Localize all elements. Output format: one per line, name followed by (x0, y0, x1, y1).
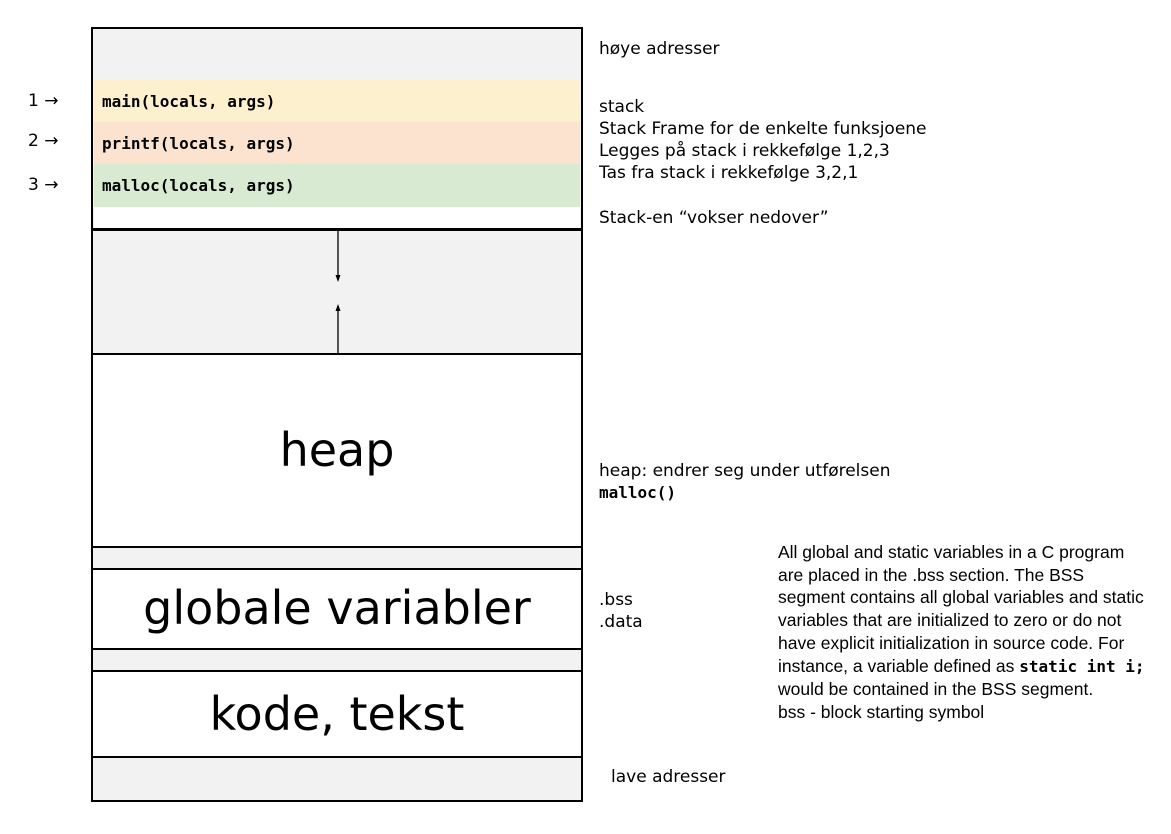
bss-explanation-part1: All global and static variables in a C p… (778, 542, 1144, 676)
bss-explanation-code: static int i; (1019, 656, 1145, 676)
stack-note-line3: Tas fra stack i rekkefølge 3,2,1 (599, 163, 859, 183)
frame-printf-label: printf(locals, args) (102, 133, 295, 153)
stack-frame-malloc: malloc(locals, args) (94, 164, 580, 207)
frame-malloc-label: malloc(locals, args) (102, 176, 295, 195)
frame-main-label: main(locals, args) (102, 91, 276, 111)
heap-note-function: malloc() (599, 483, 677, 502)
heap-note-text: heap: endrer seg under utførelsen (599, 461, 891, 481)
globals-segment (91, 568, 583, 650)
stack-note-line1: Stack Frame for de enkelte funksjoene (599, 119, 927, 139)
call-order-3: 3 → (28, 175, 59, 195)
stack-title: stack (599, 97, 645, 117)
high-addresses-note: høye adresser (599, 39, 720, 59)
heap-segment (91, 353, 583, 548)
heap-label: heap (279, 423, 395, 477)
heap-note: heap: endrer seg under utførelsen malloc… (599, 460, 890, 504)
stack-note-line2: Legges på stack i rekkefølge 1,2,3 (599, 141, 890, 161)
call-order-1: 1 → (28, 91, 59, 111)
code-segment (91, 670, 583, 758)
bss-explanation-part2: would be contained in the BSS segment. (778, 679, 1094, 700)
stack-grows-note: Stack-en “vokser nedover” (599, 208, 829, 228)
data-label: .data (599, 612, 643, 632)
call-order-2: 2 → (28, 131, 59, 151)
bss-explanation-last: bss - block starting symbol (778, 701, 985, 722)
stack-bottom-divider (91, 228, 583, 231)
code-label: kode, tekst (209, 687, 465, 741)
bss-label: .bss (599, 590, 633, 610)
segment-names: .bss .data (599, 589, 643, 633)
bss-explanation: All global and static variables in a C p… (778, 541, 1148, 724)
globals-label: globale variabler (143, 581, 531, 635)
stack-frame-main: main(locals, args) (94, 80, 580, 122)
stack-frame-printf: printf(locals, args) (94, 122, 580, 164)
stack-notes: stack Stack Frame for de enkelte funksjo… (599, 96, 927, 184)
low-addresses-note: lave adresser (611, 767, 726, 787)
down-arrowhead-icon (335, 275, 341, 282)
growth-arrows (335, 231, 341, 355)
up-arrowhead-icon (335, 304, 341, 311)
